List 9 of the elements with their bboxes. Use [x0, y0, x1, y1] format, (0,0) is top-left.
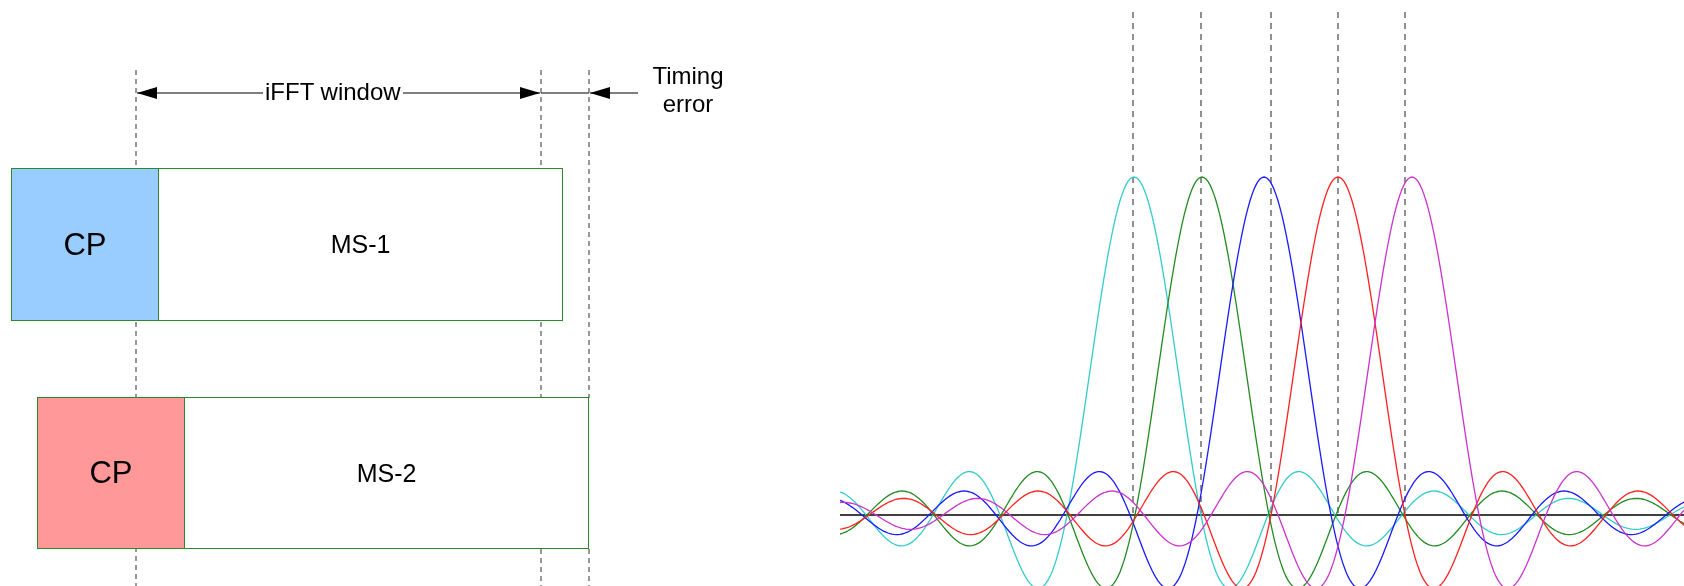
block-label: MS-1: [330, 230, 391, 259]
block-label: CP: [89, 455, 133, 491]
symbol-block: [184, 397, 589, 549]
cyclic-prefix-block: [11, 168, 159, 321]
block-label: CP: [63, 226, 107, 263]
symbol-block: [158, 168, 563, 321]
annotation-label: Timing error: [651, 62, 725, 118]
block-label: MS-2: [356, 458, 417, 488]
cyclic-prefix-block: [37, 397, 185, 549]
